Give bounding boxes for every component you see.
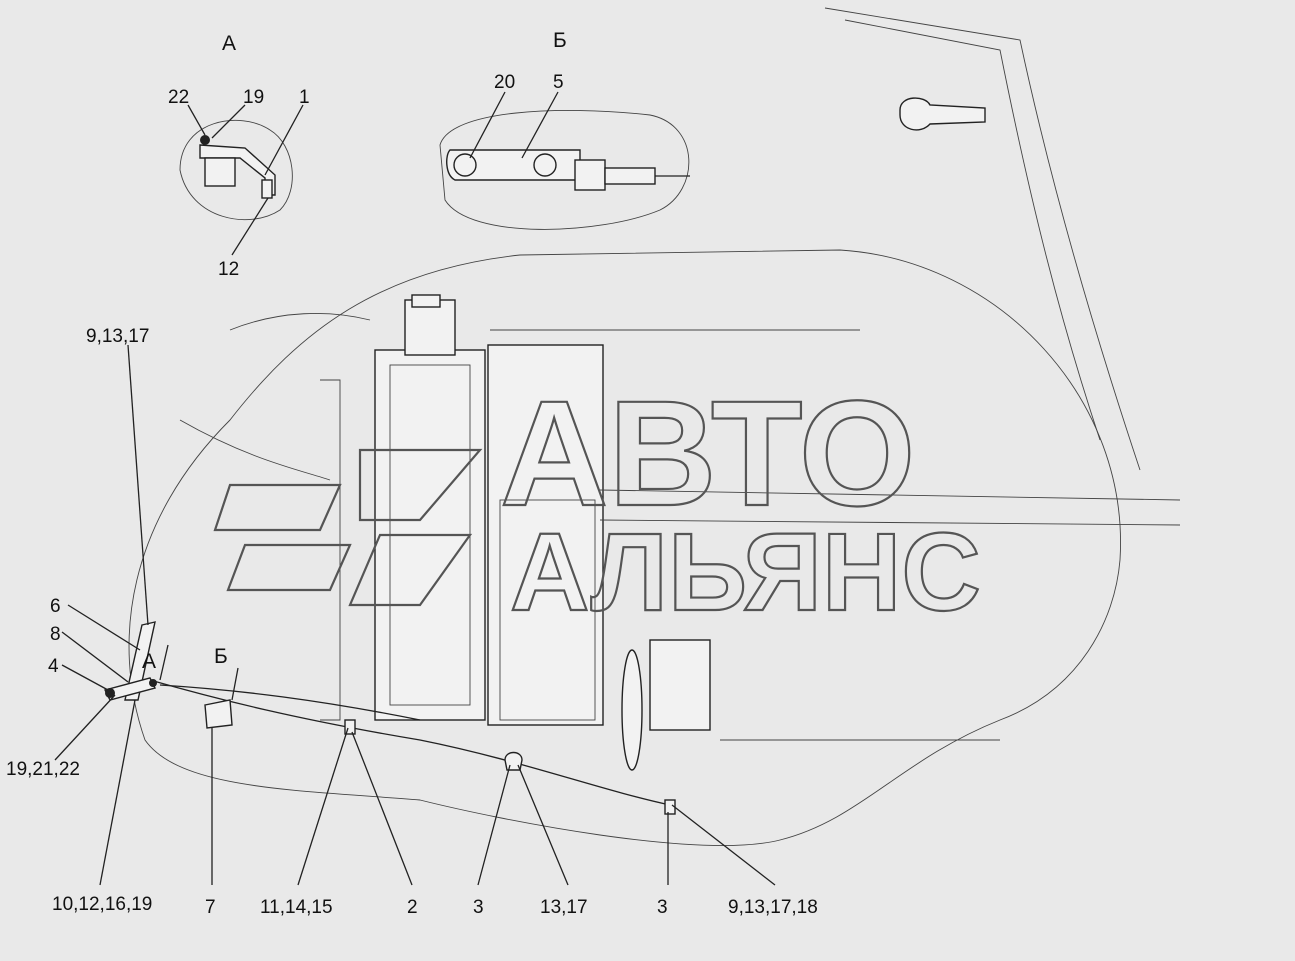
door-handle	[899, 97, 986, 131]
pivot-bolt	[105, 688, 115, 698]
view-ref-a: А	[142, 650, 156, 673]
watermark-line1: АВТО	[500, 369, 916, 537]
leader-lines	[54, 91, 776, 886]
fan-shroud	[320, 379, 341, 721]
callout-8: 8	[50, 624, 61, 645]
watermark-logo: АВТО АЛЬЯНС	[213, 368, 982, 635]
callout-13-17: 13,17	[540, 897, 588, 918]
filter-panel	[499, 499, 596, 721]
view-a-nut	[200, 135, 210, 145]
main-view-outline	[128, 249, 1121, 846]
view-a-callout-1: 1	[299, 87, 310, 108]
pulley-bracket	[649, 639, 711, 731]
view-ref-b: Б	[214, 645, 228, 668]
callout-4: 4	[48, 656, 59, 677]
view-b-callout-20: 20	[494, 72, 515, 93]
cab-door-outline	[824, 7, 1141, 471]
cable-bracket	[204, 699, 233, 729]
view-b-cable-sleeve	[604, 167, 656, 185]
callout-6: 6	[50, 596, 61, 617]
view-a-outline	[179, 119, 293, 221]
callout-3-right: 3	[657, 897, 668, 918]
callout-9-13-17: 9,13,17	[86, 326, 149, 347]
view-a-heading: А	[222, 32, 236, 55]
watermark-emblem	[213, 448, 483, 607]
view-a-bolt	[261, 179, 273, 199]
callout-19-21-22: 19,21,22	[6, 759, 80, 780]
frame-rail-lower	[599, 519, 1181, 526]
view-b-hole-2	[533, 153, 557, 177]
view-b-fitting	[574, 159, 606, 191]
callout-10-12-16-19: 10,12,16,19	[52, 894, 152, 915]
view-b-hole-1	[453, 153, 477, 177]
cab-door-inner	[844, 19, 1101, 441]
hose-upper	[229, 313, 371, 331]
pulley	[621, 649, 643, 771]
tank-cap	[411, 294, 441, 308]
cable-clamp-1	[344, 719, 356, 735]
hose-lower	[179, 419, 331, 481]
control-cable-upper	[159, 684, 421, 721]
view-a-block	[204, 157, 236, 187]
view-a-callout-22: 22	[168, 87, 189, 108]
callout-9-13-17-18: 9,13,17,18	[728, 897, 818, 918]
lever-bracket	[124, 621, 156, 701]
view-a-callout-19: 19	[243, 87, 264, 108]
frame-rail-mid	[599, 489, 1181, 501]
callout-7: 7	[205, 897, 216, 918]
cable-end-bolt	[149, 679, 157, 687]
callout-3-left: 3	[473, 897, 484, 918]
filter-housing	[487, 344, 604, 726]
watermark-line2: АЛЬЯНС	[510, 511, 981, 634]
view-b-heading: Б	[553, 29, 567, 52]
control-cable	[149, 679, 671, 806]
callout-11-14-15: 11,14,15	[260, 897, 333, 918]
cable-clamp-3	[664, 799, 676, 815]
view-b-callout-5: 5	[553, 72, 564, 93]
view-a-callout-12: 12	[218, 259, 239, 280]
view-b-outline	[439, 110, 690, 230]
callout-2: 2	[407, 897, 418, 918]
expansion-tank	[404, 299, 456, 356]
